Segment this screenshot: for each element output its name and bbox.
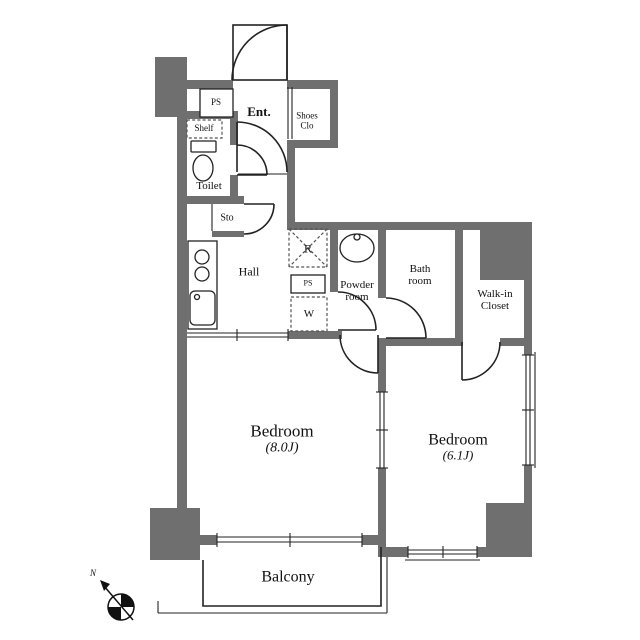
- wall-between-bedrooms-lower: [378, 468, 386, 547]
- label-bedroom-main-name: Bedroom: [250, 421, 314, 441]
- compass-icon: [100, 580, 135, 621]
- pillar-top-left: [155, 57, 187, 117]
- label-storage: Sto: [220, 212, 234, 224]
- wall-service-top: [287, 222, 482, 230]
- wall-bath-walkin: [455, 230, 463, 346]
- wall-toilet-right-upper: [230, 119, 238, 145]
- compass-arrowhead: [100, 580, 110, 591]
- wall-bedroom1-bottom-right: [362, 535, 386, 545]
- label-shoes-line1: Shoes: [296, 110, 318, 121]
- bedroom2-door-arc: [461, 341, 501, 381]
- wall-toilet-right-lower: [230, 175, 238, 196]
- label-bedroom-second-name: Bedroom: [428, 431, 488, 449]
- wall-powder-left: [330, 230, 338, 292]
- balcony-outline: [157, 547, 388, 614]
- faucet-icon: [193, 293, 201, 301]
- compass-needle: [103, 585, 134, 621]
- fixtures: [186, 88, 375, 332]
- label-bath-room: Bath room: [408, 263, 432, 288]
- compass-quadrant: [121, 594, 134, 607]
- wall-top-left-of-door: [187, 80, 233, 89]
- shelf-box: [186, 119, 223, 139]
- wall-top-right-of-door: [287, 80, 338, 89]
- bedroom1-door-arc: [339, 334, 379, 374]
- wall-bedroom2-top-left: [378, 338, 462, 346]
- wall-left: [177, 115, 187, 512]
- doors: [231, 24, 501, 381]
- wall-bedroom2-top-right: [500, 338, 532, 346]
- kitchen-sink-icon: [189, 290, 216, 326]
- wall-hall-bedroom: [288, 331, 342, 339]
- walls: [150, 57, 532, 560]
- wall-between-bedrooms-upper: [378, 338, 386, 392]
- label-walkin-line1: Walk-in: [477, 288, 513, 301]
- powder-door-arc: [337, 291, 377, 331]
- label-powder-line1: Powder: [340, 279, 374, 292]
- label-ps-mid: PS: [303, 278, 313, 288]
- powder-faucet-icon: [353, 233, 361, 241]
- toilet-tank-icon: [190, 140, 217, 153]
- pillar-top-right: [480, 222, 532, 280]
- label-ps-top: PS: [210, 97, 222, 108]
- wall-bedroom2-bottom-right: [477, 547, 532, 557]
- refrigerator-diagonal: [288, 228, 328, 268]
- windows: [187, 329, 536, 561]
- bath-door-arc: [385, 297, 427, 339]
- label-entrance: Ent.: [247, 103, 271, 119]
- label-shoes-line2: Clo: [300, 120, 314, 130]
- wall-powder-bath: [378, 230, 386, 298]
- toilet-door-arc: [236, 144, 268, 176]
- label-bedroom-second-size: (6.1J): [442, 447, 474, 463]
- washer-box: [290, 296, 328, 332]
- label-hall: Hall: [238, 264, 260, 279]
- label-bedroom-main-size: (8.0J): [265, 440, 299, 456]
- refrigerator-box: [288, 228, 328, 268]
- wall-bedroom1-bottom-left: [187, 535, 217, 545]
- storage-door-arc: [243, 203, 275, 235]
- label-powder-room: Powder room: [340, 279, 374, 304]
- hall-door-arc: [236, 121, 288, 173]
- compass-quadrant: [108, 607, 121, 620]
- wall-shoes-bottom: [287, 140, 338, 148]
- wall-bedroom2-bottom-left: [378, 547, 408, 557]
- entrance-door-arc: [231, 24, 288, 81]
- label-refrigerator: R: [303, 241, 313, 256]
- label-walkin-closet: Walk-in Closet: [477, 288, 513, 313]
- wall-shoes-right: [330, 80, 338, 148]
- wall-right-upper: [524, 280, 532, 355]
- label-washer: W: [303, 308, 315, 321]
- toilet-bowl-icon: [192, 154, 214, 182]
- label-bedroom-main: Bedroom (8.0J): [250, 421, 314, 456]
- wall-storage-bottom: [212, 231, 244, 237]
- label-balcony: Balcony: [261, 568, 315, 586]
- label-walkin-line2: Closet: [480, 300, 510, 312]
- wall-hall-upper-right: [287, 140, 295, 230]
- label-shoes-closet: Shoes Clo: [296, 111, 318, 130]
- label-compass-n: N: [89, 568, 97, 579]
- stove-burner-icon: [194, 266, 210, 282]
- pipe-space-top-box: [199, 88, 234, 118]
- entrance-porch-outline: [232, 24, 288, 81]
- pipe-space-mid-box: [290, 274, 326, 294]
- wall-toilet-bottom: [187, 196, 244, 204]
- label-bath-line2: room: [408, 275, 432, 287]
- label-toilet: Toilet: [196, 180, 222, 193]
- stove-burner-icon: [194, 249, 210, 265]
- label-powder-line2: room: [345, 291, 369, 303]
- pillar-bottom-left: [150, 508, 200, 560]
- label-shelf: Shelf: [194, 123, 214, 134]
- label-bedroom-second: Bedroom (6.1J): [428, 431, 488, 462]
- label-bath-line1: Bath: [409, 263, 431, 276]
